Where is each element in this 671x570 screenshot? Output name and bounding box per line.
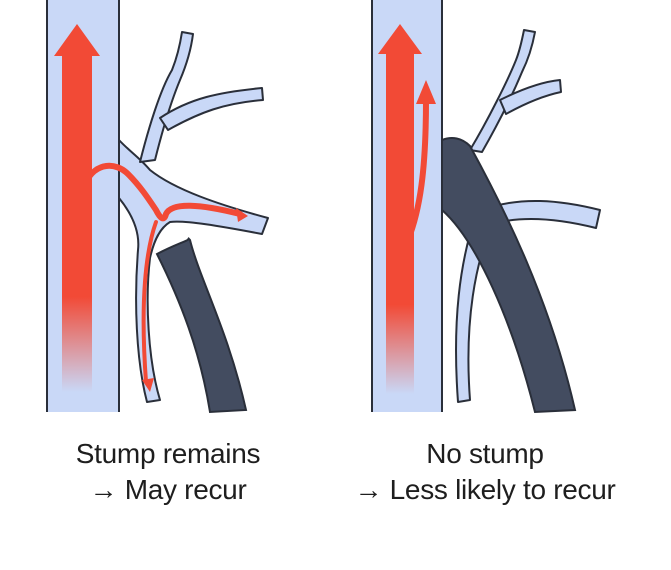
left-ligated-vein bbox=[155, 237, 248, 414]
right-caption-line1: No stump bbox=[426, 438, 544, 469]
right-ligated-vein bbox=[441, 137, 577, 414]
left-caption: Stump remains → May recur bbox=[38, 436, 298, 508]
right-main-flow-arrow bbox=[378, 24, 422, 394]
right-small-flow-arrow bbox=[405, 80, 436, 243]
left-caption-line1: Stump remains bbox=[75, 438, 261, 469]
right-caption-line2: → Less likely to recur bbox=[354, 474, 616, 505]
left-branch-flow bbox=[83, 162, 248, 392]
left-panel bbox=[46, 0, 269, 414]
right-caption: No stump → Less likely to recur bbox=[330, 436, 640, 508]
right-panel bbox=[371, 0, 601, 414]
left-reflux-arrow bbox=[54, 24, 100, 392]
left-caption-line2: → May recur bbox=[89, 474, 247, 505]
